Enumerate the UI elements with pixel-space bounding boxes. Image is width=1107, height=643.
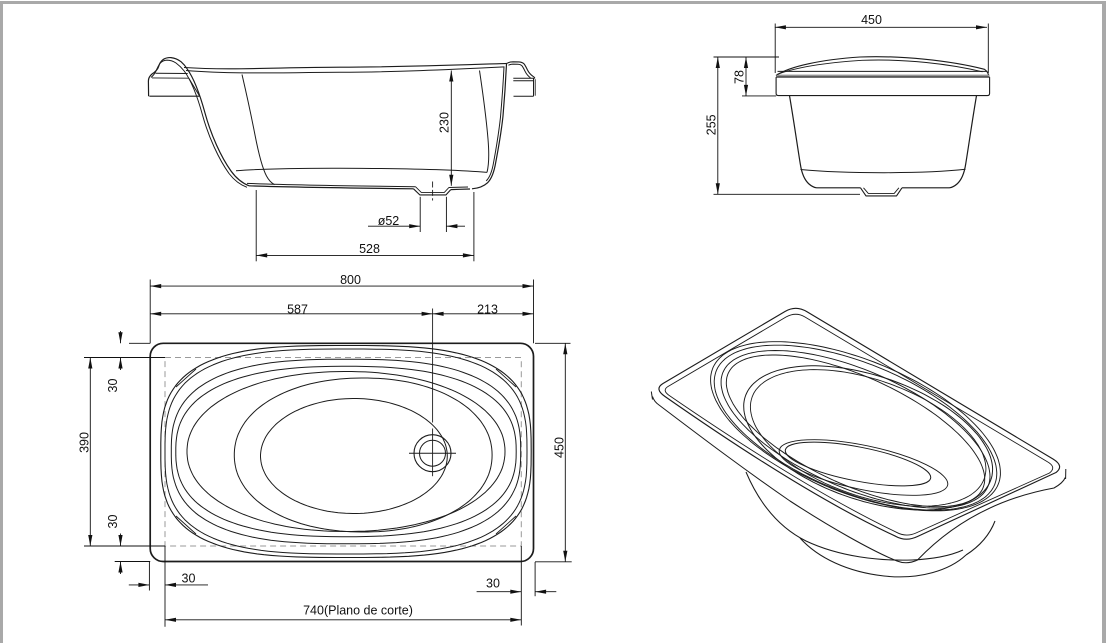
svg-text:740(Plano de corte): 740(Plano de corte)	[303, 603, 413, 617]
svg-text:230: 230	[437, 112, 451, 133]
svg-text:30: 30	[486, 577, 500, 591]
svg-text:213: 213	[477, 302, 498, 316]
svg-text:390: 390	[78, 432, 92, 453]
svg-text:450: 450	[861, 13, 882, 27]
svg-text:587: 587	[287, 302, 308, 316]
svg-text:30: 30	[182, 571, 196, 585]
svg-text:528: 528	[359, 242, 380, 256]
svg-text:30: 30	[106, 515, 120, 529]
svg-text:78: 78	[733, 70, 747, 84]
svg-text:30: 30	[106, 379, 120, 393]
svg-text:800: 800	[340, 273, 361, 287]
svg-text:ø52: ø52	[378, 214, 400, 228]
svg-text:255: 255	[705, 114, 719, 135]
svg-text:450: 450	[553, 437, 567, 458]
